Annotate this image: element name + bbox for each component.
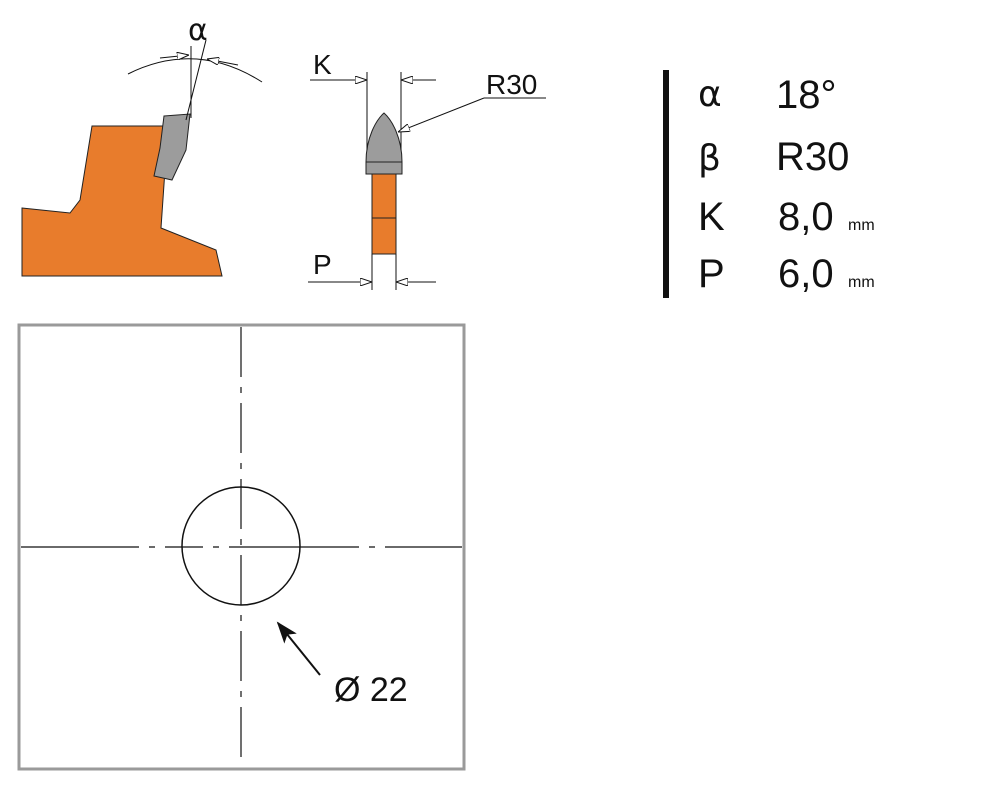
- tooth-section: K R30 P: [308, 49, 546, 290]
- rake-line: [185, 39, 207, 121]
- p-label: P: [313, 249, 332, 280]
- spec-value-k: 8,0: [778, 195, 834, 239]
- angle-arc: [127, 58, 263, 83]
- r30-leader: [398, 97, 485, 132]
- bore-leader: [276, 621, 321, 676]
- tooth-profile: α: [21, 13, 263, 277]
- spec-symbol-beta: β: [698, 138, 721, 179]
- spec-bar: [663, 70, 669, 298]
- bore-label: Ø 22: [334, 671, 408, 709]
- spec-unit-p: mm: [848, 274, 875, 291]
- spec-value-alpha: 18°: [776, 73, 837, 117]
- spec-table: α 18° β R30 K 8,0 mm P 6,0 mm: [663, 70, 875, 298]
- r30-label: R30: [486, 69, 537, 100]
- section-body: [371, 173, 397, 255]
- spec-value-p: 6,0: [778, 252, 834, 296]
- saw-body: [21, 125, 223, 277]
- spec-unit-k: mm: [848, 217, 875, 234]
- spec-symbol-k: K: [698, 195, 725, 239]
- alpha-label: α: [188, 13, 208, 48]
- section-tip: [365, 112, 403, 163]
- bore-drawing: Ø 22: [17, 323, 466, 771]
- carbide-tip: [153, 113, 191, 181]
- spec-symbol-p: P: [698, 252, 725, 296]
- spec-symbol-alpha: α: [698, 74, 722, 115]
- angle-arrow-right: [207, 59, 239, 66]
- k-label: K: [313, 49, 332, 80]
- bore-hole: [181, 486, 301, 606]
- section-collar: [365, 161, 403, 175]
- angle-arrow-left: [159, 55, 189, 58]
- spec-value-beta: R30: [776, 135, 849, 179]
